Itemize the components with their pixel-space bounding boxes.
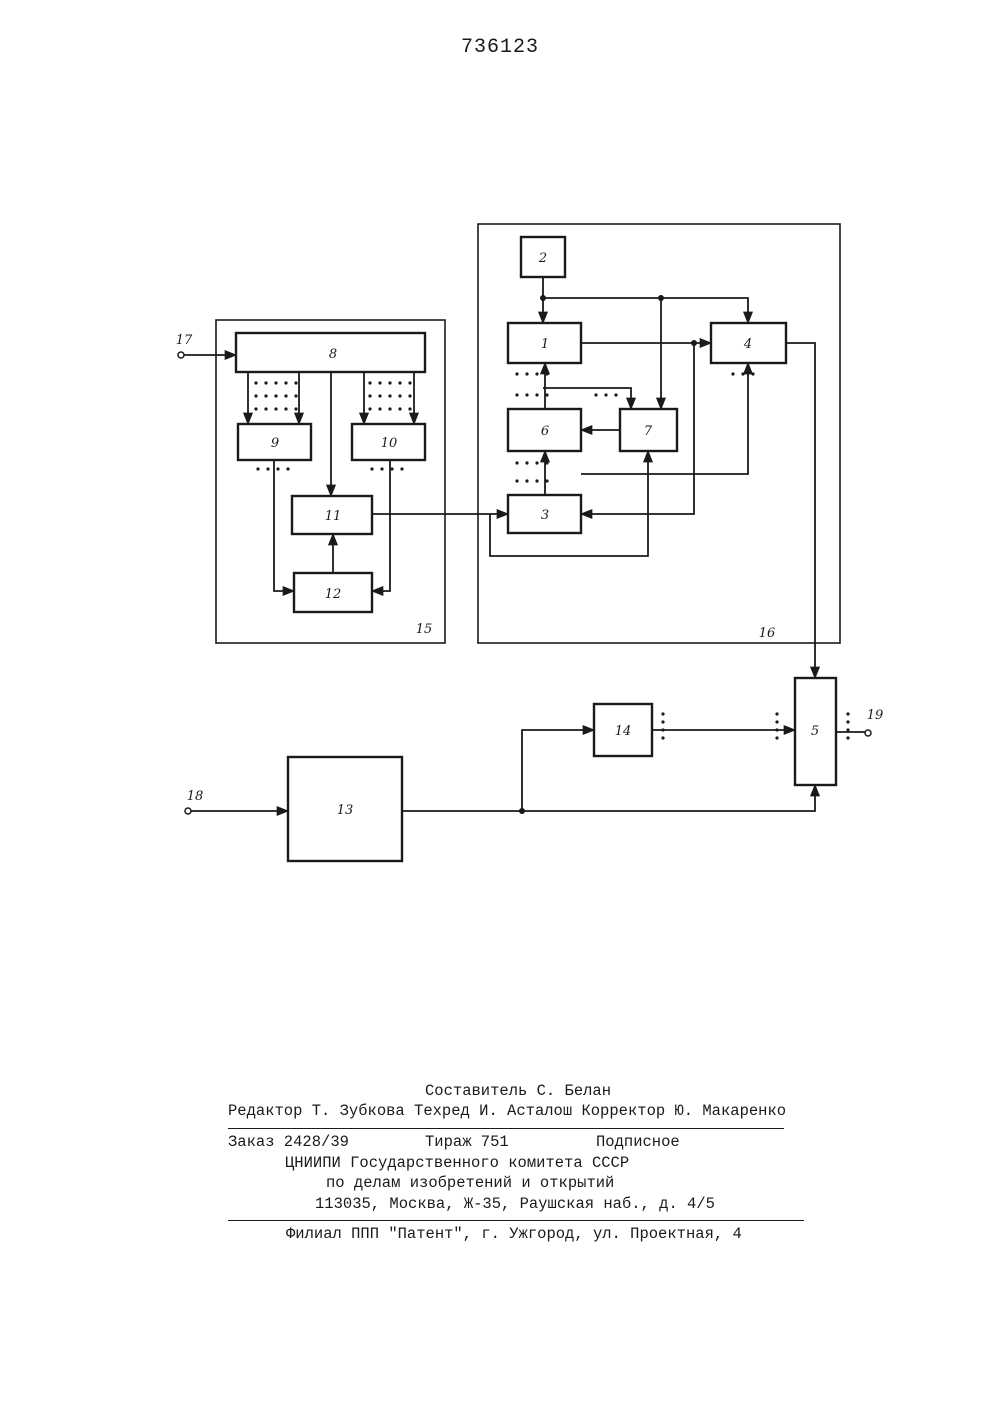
footer-rule-top [228,1128,784,1129]
block-10-label: 10 [381,436,398,451]
terminal-18 [185,808,191,814]
footer-subscription: Подписное [596,1133,680,1151]
footer-branch: Филиал ППП "Патент", г. Ужгород, ул. Про… [286,1225,742,1243]
block-8-label: 8 [329,347,337,362]
block-4-label: 4 [743,337,752,352]
block-7-label: 7 [644,424,653,439]
block-12-label: 12 [325,587,342,602]
footer-address: 113035, Москва, Ж-35, Раушская наб., д. … [315,1195,715,1213]
frame-16 [478,224,840,643]
frame-16-label: 16 [759,626,776,641]
footer-org-line1: ЦНИИПИ Государственного комитета СССР [285,1154,629,1172]
frame-15-connections [184,355,508,591]
outer-connections [191,343,865,811]
terminal-18-label: 18 [187,789,204,804]
footer-compiler: Составитель С. Белан [425,1082,611,1100]
terminal-17 [178,352,184,358]
footer-order: Заказ 2428/39 [228,1133,349,1151]
block-11-label: 11 [325,509,342,524]
terminal-19 [865,730,871,736]
frame-15-label: 15 [416,622,433,637]
footer-editors: Редактор Т. Зубкова Техред И. Асталош Ко… [228,1102,786,1120]
block-14-label: 14 [615,724,632,739]
block-13-label: 13 [337,803,354,818]
block-9-label: 9 [271,436,279,451]
terminal-19-label: 19 [867,708,884,723]
block-5-label: 5 [811,724,819,739]
footer-rule-bottom [228,1220,804,1221]
terminal-17-label: 17 [176,333,193,348]
block-6-label: 6 [541,424,549,439]
footer-circulation: Тираж 751 [425,1133,509,1151]
block-1-label: 1 [541,337,549,352]
block-2-label: 2 [538,251,547,266]
block-3-label: 3 [541,508,549,523]
footer-org-line2: по делам изобретений и открытий [326,1174,614,1192]
